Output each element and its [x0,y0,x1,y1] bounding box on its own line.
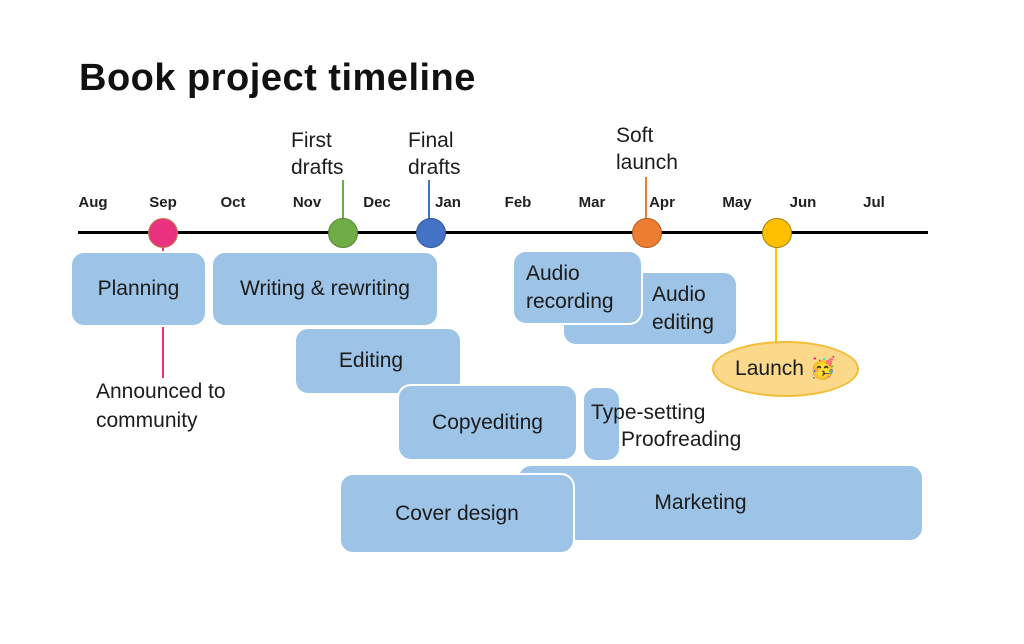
month-label-oct: Oct [220,194,246,211]
month-label-aug: Aug [78,194,108,211]
milestone-label-final-drafts: Final drafts [408,129,461,179]
month-label-jun: Jun [789,194,817,211]
task-box-copyediting: Copyediting [397,384,578,461]
connector-first-drafts [342,180,344,220]
task-box-audio-recording: Audio recording [512,250,643,325]
milestone-label-first-drafts: First drafts [291,129,344,179]
milestone-label-soft-launch: Soft launch [616,124,678,174]
task-box-marketing: Marketing [517,464,924,542]
connector-launch [775,246,777,343]
task-label-type-setting: Type-setting [591,401,706,424]
launch-bubble: Launch 🥳 [712,341,859,397]
task-box-planning: Planning [70,251,207,327]
milestone-dot-first-drafts [328,218,358,248]
page-title: Book project timeline [79,57,476,99]
task-label-proofreading: Proofreading [621,428,742,451]
month-label-dec: Dec [363,194,391,211]
month-label-mar: Mar [578,194,606,211]
connector-final-drafts [428,180,430,220]
task-box-writing-rewriting: Writing & rewriting [211,251,439,327]
task-box-cover-design: Cover design [339,473,575,554]
month-label-apr: Apr [649,194,675,211]
timeline-axis [78,231,928,234]
month-label-feb: Feb [504,194,532,211]
month-label-sep: Sep [149,194,177,211]
task-box-type-setting-bar [582,386,621,462]
month-label-nov: Nov [292,194,322,211]
milestone-dot-launch [762,218,792,248]
milestone-dot-announcement [148,218,178,248]
month-label-may: May [722,194,752,211]
milestone-dot-soft-launch [632,218,662,248]
milestone-dot-final-drafts [416,218,446,248]
month-label-jul: Jul [863,194,885,211]
task-box-editing: Editing [294,327,462,395]
month-label-jan: Jan [435,194,461,211]
callout-announced-to-community: Announced to community [96,380,226,432]
connector-soft-launch [645,177,647,220]
